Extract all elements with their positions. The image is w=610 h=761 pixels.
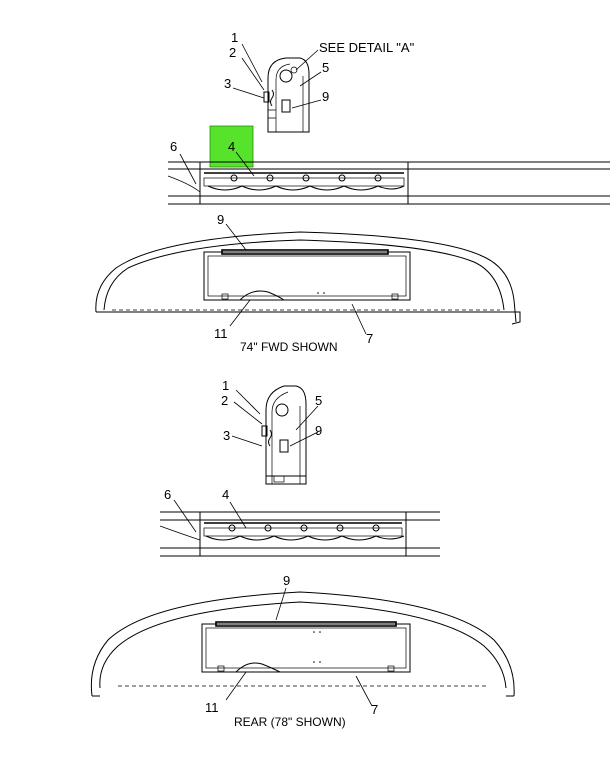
top-label-5: 5 bbox=[322, 60, 329, 75]
bottom-arch-view bbox=[90, 587, 515, 707]
top-detail-leaders bbox=[232, 43, 322, 109]
bottom-strip-label-6: 6 bbox=[164, 487, 171, 502]
bottom-arch-label-7: 7 bbox=[371, 702, 378, 717]
top-label-2: 2 bbox=[229, 45, 236, 60]
bottom-arch-label-9: 9 bbox=[283, 573, 290, 588]
top-label-1: 1 bbox=[231, 30, 238, 45]
top-label-9: 9 bbox=[322, 89, 329, 104]
bottom-label-3: 3 bbox=[223, 428, 230, 443]
top-caption: 74" FWD SHOWN bbox=[240, 340, 338, 354]
top-arch-label-7: 7 bbox=[366, 331, 373, 346]
bottom-arch-label-11: 11 bbox=[205, 700, 219, 715]
bottom-label-5: 5 bbox=[315, 393, 322, 408]
see-detail-callout: SEE DETAIL "A" bbox=[319, 40, 415, 55]
top-strip-label-6: 6 bbox=[170, 139, 177, 154]
top-arch-label-9: 9 bbox=[217, 212, 224, 227]
bottom-label-2: 2 bbox=[221, 393, 228, 408]
bottom-strip-label-4: 4 bbox=[222, 487, 229, 502]
top-arch-label-11: 11 bbox=[214, 326, 228, 341]
top-detail-view bbox=[263, 57, 310, 133]
bottom-label-9: 9 bbox=[315, 423, 322, 438]
top-strip-label-4: 4 bbox=[228, 139, 235, 154]
bottom-detail-view bbox=[261, 385, 307, 485]
top-strip-view bbox=[167, 151, 610, 205]
bottom-label-1: 1 bbox=[222, 378, 229, 393]
bottom-detail-leaders bbox=[231, 389, 319, 447]
bottom-caption: REAR (78" SHOWN) bbox=[234, 715, 346, 729]
bottom-strip-view bbox=[159, 499, 440, 557]
top-arch-view bbox=[95, 223, 521, 335]
top-label-3: 3 bbox=[224, 76, 231, 91]
highlight-box bbox=[209, 125, 254, 168]
